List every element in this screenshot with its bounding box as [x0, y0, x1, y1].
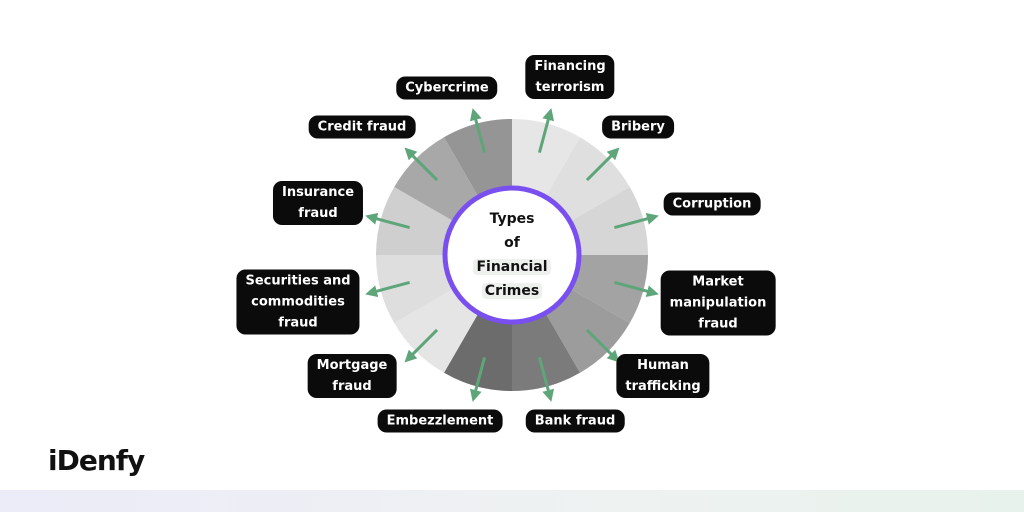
crime-label: Mortgage fraud: [307, 354, 397, 398]
crime-label-line: Human: [637, 358, 689, 373]
arrow-line: [585, 147, 620, 182]
arrow-line: [537, 108, 555, 154]
arrow-line: [469, 108, 487, 154]
crime-label-line: fraud: [698, 316, 738, 332]
crime-label: Bank fraud: [525, 409, 625, 433]
arrow-line: [365, 212, 411, 230]
crime-label-line: fraud: [332, 379, 372, 394]
crime-label-line: Financing: [534, 59, 606, 74]
center-line-3: Financial: [473, 259, 551, 275]
crime-label-line: Securities and: [245, 273, 351, 289]
center-title: Types of Financial Crimes: [452, 207, 572, 303]
arrow-line: [613, 212, 659, 230]
crime-label-line: terrorism: [535, 80, 605, 95]
crime-label: Insurance fraud: [272, 181, 364, 225]
arrow-line: [404, 147, 439, 182]
arrow-line: [365, 280, 411, 298]
crime-label-line: fraud: [298, 206, 338, 221]
center-circle: [442, 185, 582, 325]
crime-label-line: Cybercrime: [405, 80, 489, 96]
center-line-1: Types: [489, 211, 535, 227]
crime-label: Securities and commodities fraud: [236, 269, 360, 335]
crime-label: Human trafficking: [616, 354, 710, 398]
crime-label-line: Insurance: [281, 185, 355, 200]
arrow-line: [585, 328, 620, 363]
arrow-line: [537, 356, 555, 402]
crime-label-line: trafficking: [625, 379, 701, 394]
center-line-4: Crimes: [481, 283, 543, 299]
crime-label-line: manipulation: [669, 295, 767, 311]
arrow-line: [404, 328, 439, 363]
crime-label: Market manipulation fraud: [660, 270, 776, 336]
crime-label-line: Bribery: [611, 119, 665, 135]
crime-label-line: Corruption: [672, 196, 752, 212]
idenfy-logo: iDenfy: [48, 444, 145, 477]
crime-label: Embezzlement: [377, 409, 503, 433]
crime-label: Bribery: [602, 115, 674, 139]
crime-label: Financing terrorism: [525, 55, 615, 99]
crime-label: Cybercrime: [396, 76, 498, 100]
crime-label-line: Bank fraud: [534, 413, 616, 429]
crime-label-line: fraud: [278, 315, 318, 331]
arrow-line: [469, 356, 487, 402]
center-line-2: of: [504, 235, 520, 251]
crime-label-line: Mortgage: [316, 358, 388, 373]
crime-label-line: Credit fraud: [317, 119, 407, 135]
crime-label-line: Embezzlement: [386, 413, 494, 429]
crime-label-line: commodities: [251, 294, 345, 310]
footer-gradient-bar: [0, 490, 1024, 512]
crime-label-line: Market: [692, 274, 744, 290]
crime-label: Corruption: [663, 192, 761, 216]
crime-label: Credit fraud: [308, 115, 416, 139]
arrow-line: [613, 280, 659, 298]
